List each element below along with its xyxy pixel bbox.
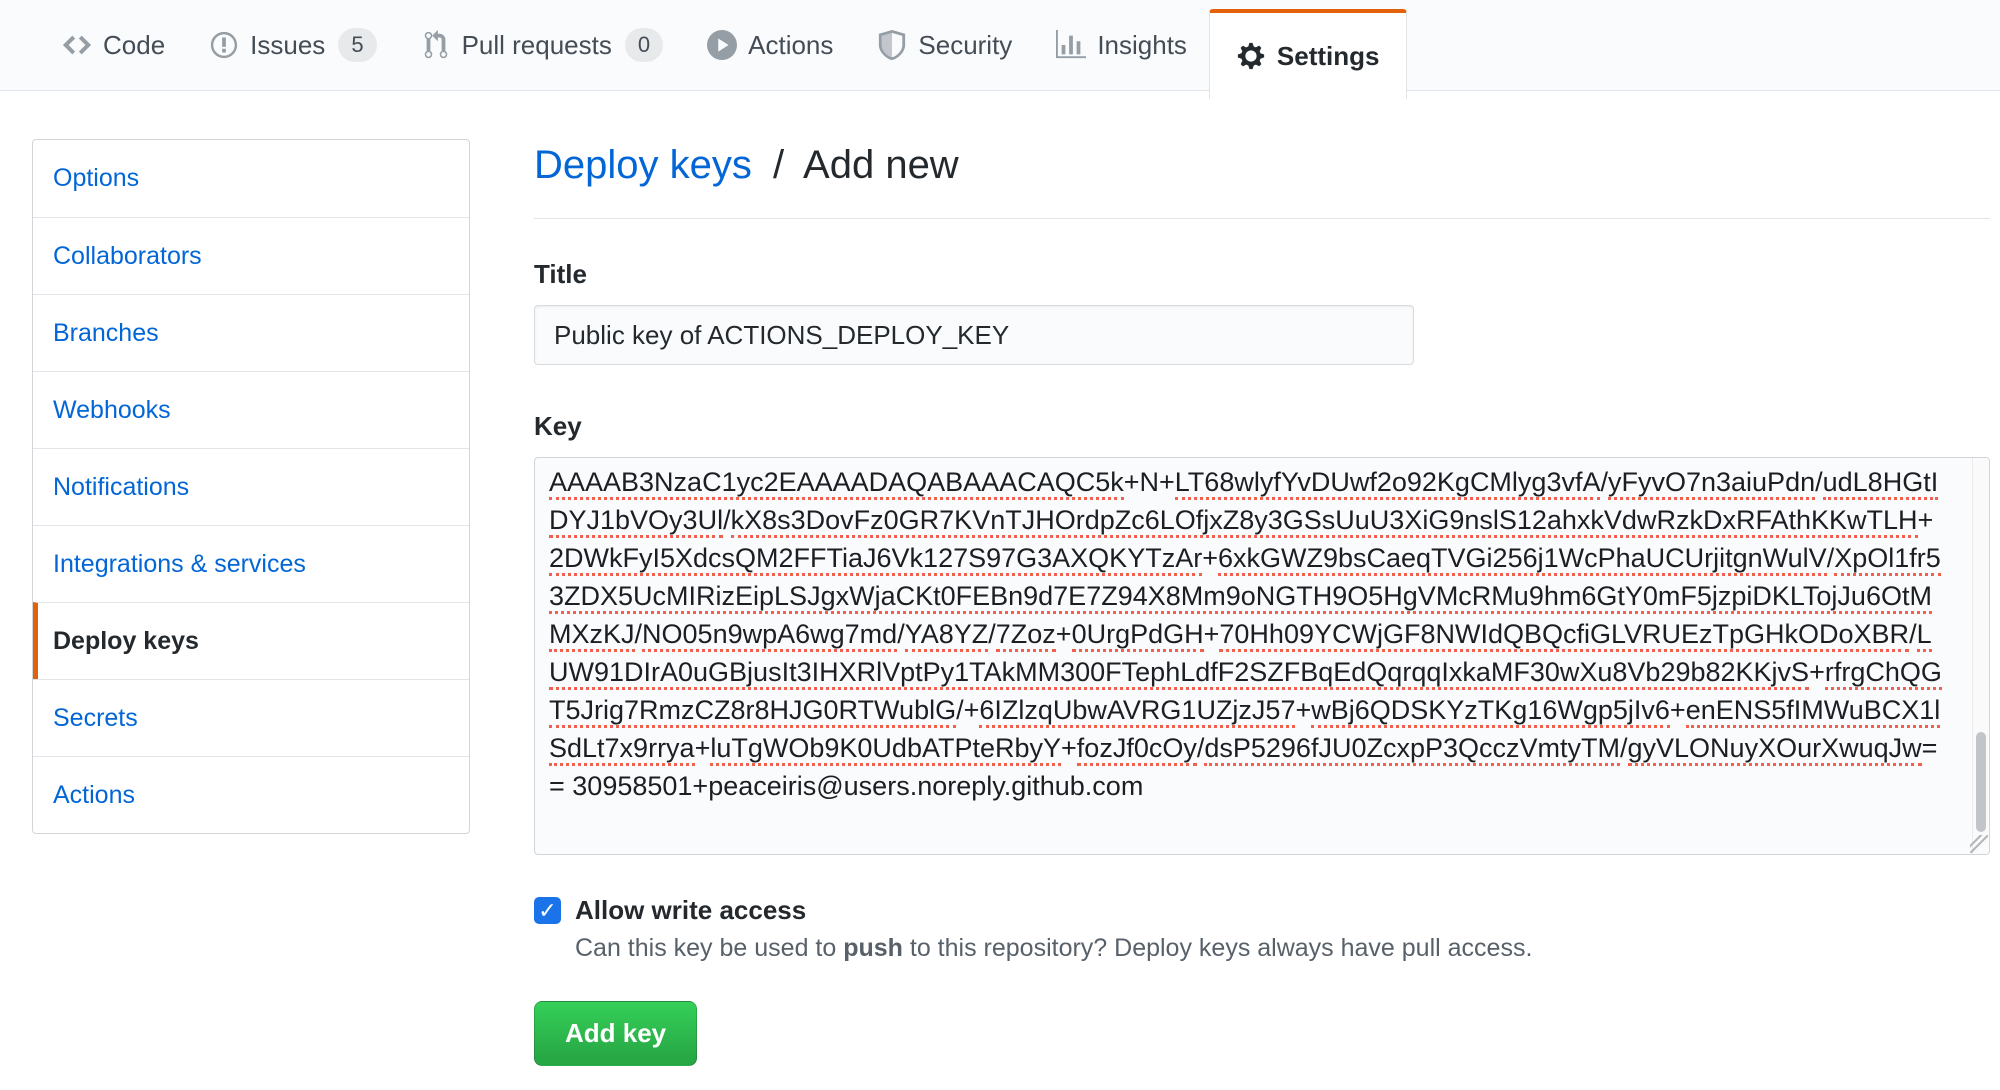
sidebar-item-notifications[interactable]: Notifications bbox=[33, 448, 469, 525]
sidebar-item-label: Actions bbox=[53, 780, 135, 809]
sidebar-item-collaborators[interactable]: Collaborators bbox=[33, 217, 469, 294]
shield-icon bbox=[877, 30, 907, 60]
title-label: Title bbox=[534, 259, 587, 289]
tab-label: Issues bbox=[250, 29, 326, 60]
title-input[interactable] bbox=[534, 305, 1414, 365]
sidebar-item-options[interactable]: Options bbox=[33, 140, 469, 217]
tab-label: Pull requests bbox=[461, 29, 612, 60]
counter-badge: 0 bbox=[624, 28, 664, 62]
sidebar-item-label: Options bbox=[53, 164, 140, 192]
key-scrollbar-thumb[interactable] bbox=[1976, 732, 1986, 832]
resize-handle-icon[interactable] bbox=[1970, 835, 1988, 853]
tab-label: Settings bbox=[1276, 40, 1380, 71]
key-text: AAAAB3NzaC1yc2EAAAADAQABAAACAQC5k+N+LT68… bbox=[549, 467, 1942, 801]
allow-write-access-checkbox[interactable] bbox=[534, 897, 561, 924]
sidebar-item-label: Integrations & services bbox=[53, 549, 306, 578]
tab-settings[interactable]: Settings bbox=[1208, 9, 1407, 99]
sidebar-item-label: Branches bbox=[53, 318, 159, 347]
divider bbox=[534, 218, 1990, 219]
tab-label: Actions bbox=[748, 29, 834, 60]
sidebar-item-secrets[interactable]: Secrets bbox=[33, 679, 469, 756]
key-scrollbar-track bbox=[1972, 458, 1989, 854]
tab-actions[interactable]: Actions bbox=[685, 0, 855, 90]
sidebar-item-label: Webhooks bbox=[53, 395, 171, 424]
git-pull-request-icon bbox=[421, 30, 451, 60]
sidebar-item-integrations-services[interactable]: Integrations & services bbox=[33, 525, 469, 602]
tab-label: Security bbox=[918, 29, 1013, 60]
repo-nav: Code Issues 5 Pull requests 0 Actions Security… bbox=[0, 0, 2000, 99]
sidebar-item-webhooks[interactable]: Webhooks bbox=[33, 371, 469, 448]
key-label: Key bbox=[534, 411, 582, 441]
tab-label: Code bbox=[103, 29, 166, 60]
play-icon bbox=[707, 30, 738, 60]
tab-pull-requests[interactable]: Pull requests 0 bbox=[399, 0, 686, 90]
sidebar-item-branches[interactable]: Branches bbox=[33, 294, 469, 371]
code-icon bbox=[62, 30, 92, 60]
tab-label: Insights bbox=[1097, 29, 1187, 60]
sidebar-item-deploy-keys[interactable]: Deploy keys bbox=[33, 602, 469, 679]
write-access-help: Can this key be used to push to this rep… bbox=[575, 934, 1533, 962]
issue-opened-icon bbox=[209, 30, 239, 60]
tab-insights[interactable]: Insights bbox=[1034, 0, 1209, 90]
tab-issues[interactable]: Issues 5 bbox=[187, 0, 398, 90]
tab-security[interactable]: Security bbox=[855, 0, 1034, 90]
tab-code[interactable]: Code bbox=[40, 0, 187, 90]
counter-badge: 5 bbox=[338, 28, 377, 62]
key-textarea[interactable]: AAAAB3NzaC1yc2EAAAADAQABAAACAQC5k+N+LT68… bbox=[534, 457, 1990, 855]
repo-nav-tabs: Code Issues 5 Pull requests 0 Actions Security… bbox=[40, 0, 1407, 99]
sidebar-item-label: Notifications bbox=[53, 472, 190, 501]
sidebar-item-label: Deploy keys bbox=[53, 626, 199, 655]
sidebar-item-actions[interactable]: Actions bbox=[33, 756, 469, 833]
gear-icon bbox=[1236, 41, 1266, 71]
page-title: Deploy keys / Add new bbox=[534, 143, 1990, 188]
deploy-keys-link[interactable]: Deploy keys bbox=[534, 143, 752, 187]
breadcrumb-current: Add new bbox=[803, 143, 959, 187]
graph-icon bbox=[1056, 30, 1087, 60]
add-key-button[interactable]: Add key bbox=[534, 1001, 698, 1066]
allow-write-access-label[interactable]: Allow write access bbox=[575, 895, 807, 925]
sidebar-item-label: Secrets bbox=[53, 703, 138, 732]
main-content: Deploy keys / Add new Title Key AAAAB3Nz… bbox=[534, 139, 1990, 1066]
sidebar-item-label: Collaborators bbox=[53, 241, 202, 270]
breadcrumb-separator: / bbox=[773, 143, 785, 187]
